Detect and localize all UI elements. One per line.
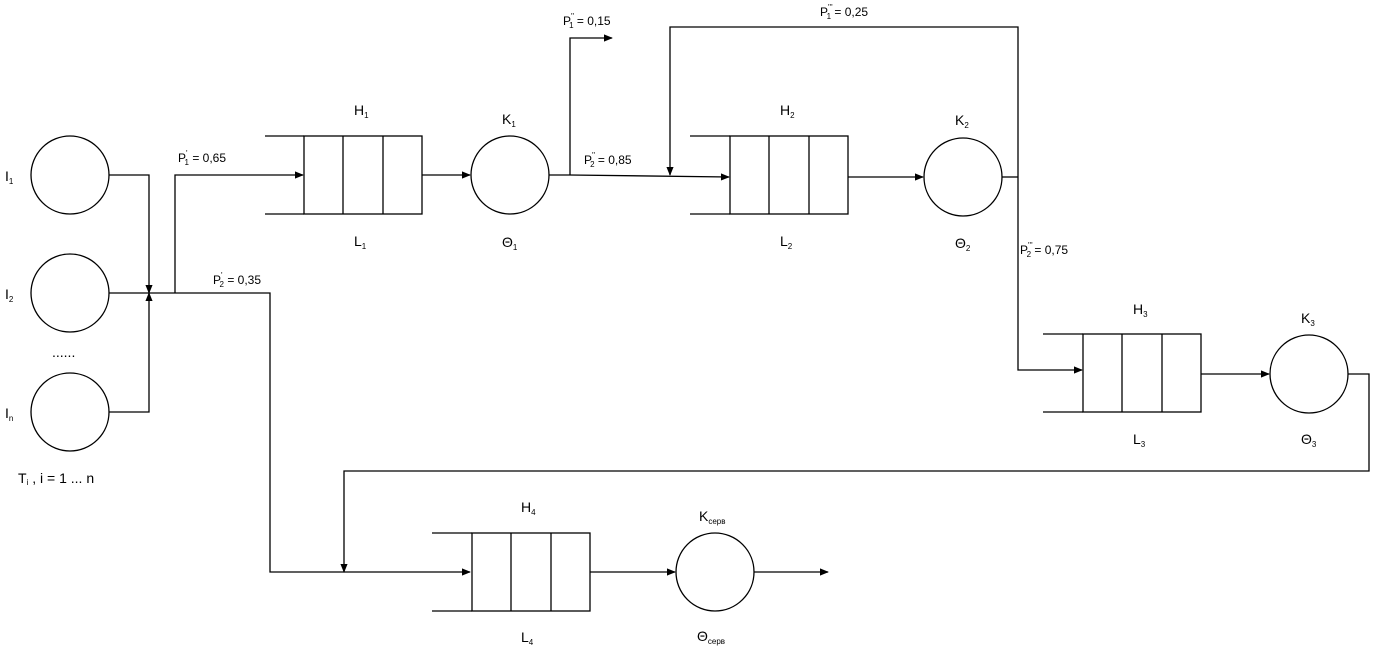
probability-label-p1-first: P'1 = 0,65 (178, 149, 226, 167)
server-2-bottom-label: Θ2 (955, 235, 971, 253)
server-2 (923, 137, 1003, 217)
queue-2-bottom-label: L2 (780, 233, 793, 251)
queue-3-bottom-label: L3 (1133, 431, 1146, 449)
edge-to-queue-1 (174, 171, 304, 293)
source-period-label: Ti , i = 1 ... n (18, 470, 94, 487)
queue-3 (1043, 333, 1202, 413)
queue-1 (265, 135, 423, 215)
source-label-1: I1 (5, 168, 14, 186)
server-1-bottom-label: Θ1 (502, 234, 518, 252)
server-2-top-label: K2 (955, 112, 969, 130)
queue-4-bottom-label: L4 (521, 629, 534, 647)
edge-to-queue-2 (569, 173, 730, 181)
source-node-1 (30, 135, 110, 215)
edge-server-3-to-queue-4 (340, 373, 1370, 573)
probability-label-p1-second: P''1 = 0,15 (563, 12, 611, 30)
source-label-n: In (5, 405, 13, 423)
source-1-edge (109, 174, 153, 294)
source-label-2: I2 (5, 286, 14, 304)
queue-3-top-label: H3 (1133, 301, 1148, 319)
probability-label-p2-second: P''2 = 0,85 (584, 151, 632, 169)
queue-2-top-label: H2 (780, 102, 795, 120)
probability-label-p2-first: P'2 = 0,35 (213, 271, 261, 289)
server-1 (470, 135, 550, 215)
server-1-top-label: K1 (502, 111, 516, 129)
queue-1-top-label: H1 (354, 102, 369, 120)
edge-exit-after-server-1 (569, 34, 613, 175)
probability-label-p1-third: P'''1 = 0,25 (820, 3, 868, 21)
edge-to-queue-4 (175, 292, 471, 576)
service-server-top-label: Kсерв (699, 508, 726, 526)
server-3-bottom-label: Θ3 (1301, 431, 1317, 449)
source-node-2 (30, 253, 110, 333)
queue-4-top-label: H4 (521, 499, 536, 517)
queue-1-bottom-label: L1 (354, 233, 367, 251)
edge-to-queue-3 (1017, 177, 1083, 374)
queue-2 (690, 135, 849, 215)
service-server (675, 532, 755, 612)
queue-4 (432, 532, 591, 612)
server-3 (1269, 334, 1349, 414)
service-server-bottom-label: Θсерв (697, 628, 725, 646)
source-node-n (30, 372, 110, 452)
probability-label-p2-third: P'''2 = 0,75 (1020, 241, 1068, 259)
edge-feedback-to-queue-2 (666, 26, 1019, 177)
server-3-top-label: K3 (1301, 310, 1315, 328)
source-ellipsis: ...... (52, 344, 75, 360)
source-n-edge (109, 292, 153, 413)
